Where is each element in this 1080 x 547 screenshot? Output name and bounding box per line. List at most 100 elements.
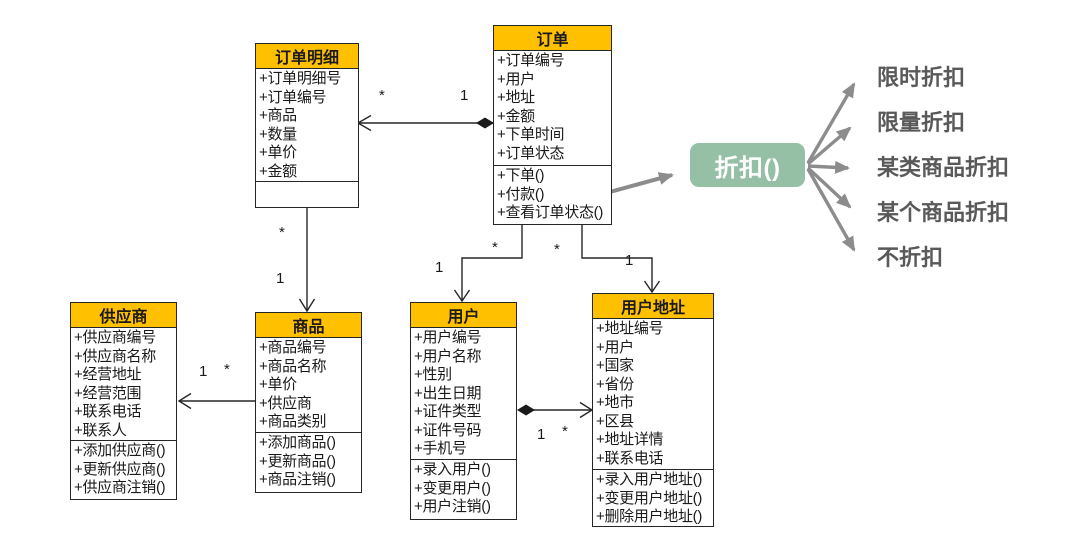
methods-compartment: [256, 181, 358, 207]
attribute-row: +商品: [259, 107, 297, 124]
discount-arrow-5: [806, 168, 856, 252]
class-title: 用户地址: [593, 294, 713, 319]
method-row: +录入用户(): [414, 461, 491, 478]
multiplicity-label: *: [492, 239, 498, 256]
attribute-row: +下单时间: [497, 126, 565, 143]
attribute-row: +用户: [596, 338, 634, 356]
method-row: +供应商注销(): [74, 479, 166, 496]
attribute-row: +地址详情: [596, 431, 664, 448]
multiplicity-label: 1: [625, 252, 634, 269]
class-order: 订单 +订单编号+用户+地址+金额+下单时间+订单状态 +下单()+付款()+查…: [493, 25, 612, 225]
attributes-compartment: +订单明细号+订单编号+商品+数量+单价+金额: [256, 69, 358, 181]
attribute-row: +出生日期: [414, 384, 482, 402]
multiplicity-label: *: [224, 361, 230, 378]
class-title: 商品: [256, 313, 361, 338]
multiplicity-label: 1: [276, 270, 285, 287]
class-user-address: 用户地址 +地址编号+用户+国家+省份+地市+区县+地址详情+联系电话 +录入用…: [592, 293, 714, 527]
attribute-row: +商品编号: [259, 339, 327, 356]
class-title: 用户: [411, 303, 516, 328]
attribute-row: +地址编号: [596, 320, 664, 337]
multiplicity-label: *: [562, 423, 568, 440]
multiplicity-label: 1: [537, 426, 546, 443]
methods-compartment: +录入用户()+变更用户()+用户注销(): [411, 459, 516, 519]
attribute-row: +数量: [259, 125, 297, 143]
method-row: +添加商品(): [259, 434, 336, 451]
class-supplier: 供应商 +供应商编号+供应商名称+经营地址+经营范围+联系电话+联系人 +添加供…: [70, 302, 177, 500]
method-row: +添加供应商(): [74, 442, 166, 459]
discount-target-label: 不折扣: [877, 245, 944, 270]
discount-node: 折扣(): [690, 143, 805, 187]
discount-target-label: 限时折扣: [877, 65, 966, 90]
method-row: +更新商品(): [259, 452, 336, 470]
attributes-compartment: +供应商编号+供应商名称+经营地址+经营范围+联系电话+联系人: [71, 328, 176, 440]
attributes-compartment: +地址编号+用户+国家+省份+地市+区县+地址详情+联系电话: [593, 319, 713, 469]
assoc-order-user-line: [461, 221, 523, 300]
method-row: +付款(): [497, 185, 545, 203]
multiplicity-label: 1: [460, 87, 469, 104]
attribute-row: +供应商: [259, 394, 312, 412]
attribute-row: +区县: [596, 412, 634, 430]
method-row: +变更用户(): [414, 479, 491, 497]
attribute-row: +商品名称: [259, 357, 327, 375]
attribute-row: +经营地址: [74, 366, 142, 383]
discount-arrow-3: [807, 160, 850, 174]
attribute-row: +订单编号: [259, 88, 327, 106]
discount-target-label: 某个商品折扣: [877, 200, 1010, 225]
discount-target-label: 某类商品折扣: [877, 155, 1010, 180]
method-row: +更新供应商(): [74, 460, 166, 478]
methods-compartment: +下单()+付款()+查看订单状态(): [494, 165, 611, 224]
discount-arrow-1: [806, 82, 856, 164]
multiplicity-label: *: [554, 241, 560, 258]
class-order-detail: 订单明细 +订单明细号+订单编号+商品+数量+单价+金额: [255, 43, 359, 208]
open-arrowhead-icon: [177, 392, 192, 410]
methods-compartment: +录入用户地址()+变更用户地址()+删除用户地址(): [593, 469, 713, 526]
method-row: +用户注销(): [414, 498, 491, 515]
discount-arrow-4: [806, 166, 852, 209]
attribute-row: +用户编号: [414, 329, 482, 346]
attribute-row: +订单状态: [497, 144, 565, 162]
class-title: 订单: [494, 26, 611, 51]
attribute-row: +用户: [497, 70, 535, 88]
methods-compartment: +添加供应商()+更新供应商()+供应商注销(): [71, 440, 176, 499]
attributes-compartment: +商品编号+商品名称+单价+供应商+商品类别: [256, 338, 361, 432]
open-arrowhead-icon: [298, 298, 316, 313]
attributes-compartment: +订单编号+用户+地址+金额+下单时间+订单状态: [494, 51, 611, 165]
discount-arrow-2: [806, 126, 852, 166]
multiplicity-label: *: [279, 224, 285, 241]
attribute-row: +证件类型: [414, 403, 482, 420]
attribute-row: +单价: [259, 376, 297, 393]
method-row: +下单(): [497, 167, 545, 184]
attribute-row: +证件号码: [414, 421, 482, 439]
attribute-row: +手机号: [414, 440, 467, 457]
methods-compartment: +添加商品()+更新商品()+商品注销(): [256, 432, 361, 492]
attribute-row: +经营范围: [74, 384, 142, 402]
attribute-row: +联系电话: [74, 403, 142, 420]
attribute-row: +性别: [414, 366, 452, 383]
discount-target-label: 限量折扣: [877, 110, 966, 135]
attribute-row: +订单明细号: [259, 70, 341, 87]
open-arrowhead-icon: [643, 280, 661, 294]
method-row: +录入用户地址(): [596, 471, 703, 488]
composition-diamond-icon: [517, 404, 535, 416]
method-row: +商品注销(): [259, 471, 336, 488]
attribute-row: +地址: [497, 89, 535, 106]
composition-diamond-icon: [476, 117, 494, 129]
attribute-row: +金额: [259, 162, 297, 180]
attribute-row: +联系人: [74, 421, 127, 439]
attribute-row: +供应商编号: [74, 329, 156, 346]
attribute-row: +单价: [259, 144, 297, 161]
method-row: +变更用户地址(): [596, 489, 703, 507]
attribute-row: +地市: [596, 394, 634, 411]
attribute-row: +金额: [497, 107, 535, 125]
assoc-order-address-line: [581, 221, 653, 291]
attributes-compartment: +用户编号+用户名称+性别+出生日期+证件类型+证件号码+手机号: [411, 328, 516, 459]
multiplicity-label: 1: [199, 363, 208, 380]
attribute-row: +订单编号: [497, 52, 565, 69]
class-user: 用户 +用户编号+用户名称+性别+出生日期+证件类型+证件号码+手机号 +录入用…: [410, 302, 517, 520]
attribute-row: +用户名称: [414, 347, 482, 365]
method-row: +查看订单状态(): [497, 204, 604, 221]
open-arrowhead-icon: [453, 289, 471, 303]
class-title: 供应商: [71, 303, 176, 328]
